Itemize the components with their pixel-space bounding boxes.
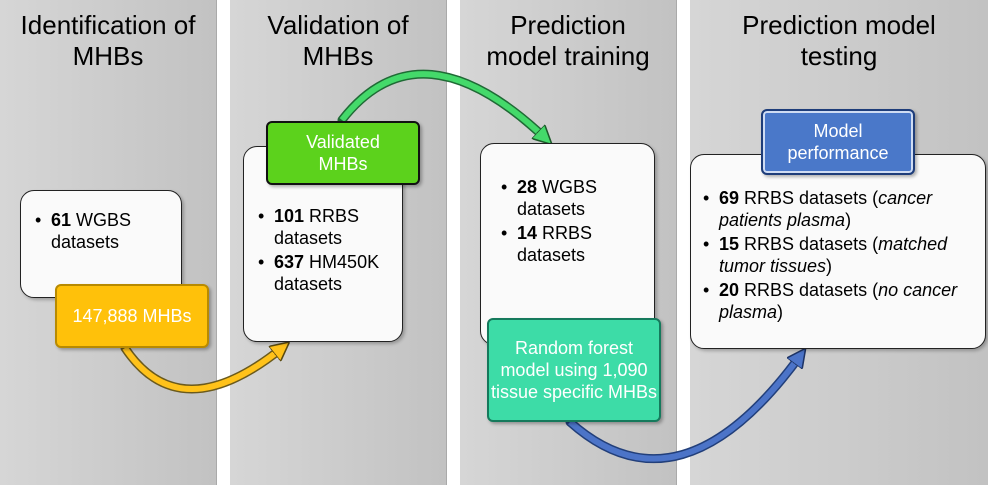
panel-title: Identification of MHBs: [20, 10, 196, 71]
panel-title: Validation of MHBs: [267, 10, 409, 71]
panel-title: Prediction model testing: [742, 10, 936, 71]
list-item: 69 RRBS datasets (cancer patients plasma…: [697, 187, 985, 231]
list-item: 28 WGBS datasets: [495, 176, 654, 220]
list-item: 637 HM450K datasets: [252, 251, 402, 295]
training-box: 28 WGBS datasets 14 RRBS datasets: [480, 143, 655, 345]
list-item: 61 WGBS datasets: [29, 209, 181, 253]
model-performance-tag: Model performance: [761, 109, 915, 175]
random-forest-tag: Random forest model using 1,090 tissue s…: [487, 318, 661, 422]
list-item: 101 RRBS datasets: [252, 205, 402, 249]
mhbs-count-tag: 147,888 MHBs: [55, 284, 209, 348]
validated-mhbs-tag: Validated MHBs: [266, 121, 420, 185]
testing-box: 69 RRBS datasets (cancer patients plasma…: [690, 154, 986, 349]
list-item: 15 RRBS datasets (matched tumor tissues): [697, 233, 985, 277]
panel-title: Prediction model training: [486, 10, 650, 71]
list-item: 14 RRBS datasets: [495, 222, 654, 266]
identification-box: 61 WGBS datasets: [20, 190, 182, 298]
list-item: 20 RRBS datasets (no cancer plasma): [697, 279, 985, 323]
